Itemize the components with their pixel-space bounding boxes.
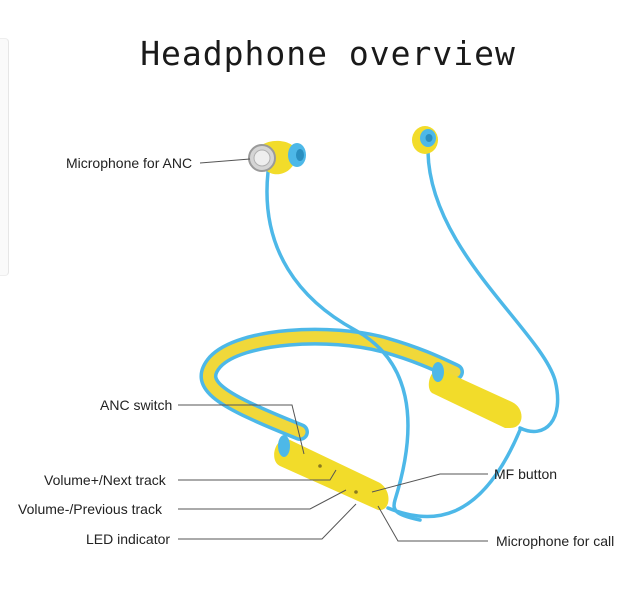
leader-led [178, 503, 357, 540]
leader-mic-call [377, 505, 488, 542]
diagram-title: Headphone overview [140, 34, 516, 73]
right-housing-cap [432, 362, 444, 382]
right-earbud-cable [426, 150, 560, 434]
leader-volume-up [178, 469, 337, 481]
left-earbud-cable [265, 170, 422, 522]
neckband-inner [202, 331, 461, 438]
lower-cable-loop [386, 428, 522, 519]
label-mf-button: MF button [494, 466, 558, 482]
leader-mf-button [371, 473, 488, 493]
left-earbud [248, 140, 306, 175]
label-microphone-for-call: Microphone for call [496, 533, 615, 549]
label-led-indicator: LED indicator [86, 531, 171, 547]
side-panel-edge [0, 38, 9, 276]
right-housing [428, 369, 522, 428]
label-volume-up: Volume+/Next track [44, 472, 166, 488]
leader-anc-switch [178, 404, 305, 455]
label-microphone-for-anc: Microphone for ANC [66, 155, 193, 171]
left-housing [274, 439, 389, 511]
housing-led-dot [354, 490, 358, 494]
label-volume-down: Volume-/Previous track [18, 501, 162, 517]
label-anc-switch: ANC switch [100, 397, 173, 413]
leader-volume-down [178, 489, 347, 510]
housing-button-dot [318, 464, 322, 468]
right-earbud [412, 126, 438, 154]
left-housing-cap [278, 435, 290, 457]
leader-mic-anc [199, 158, 251, 164]
